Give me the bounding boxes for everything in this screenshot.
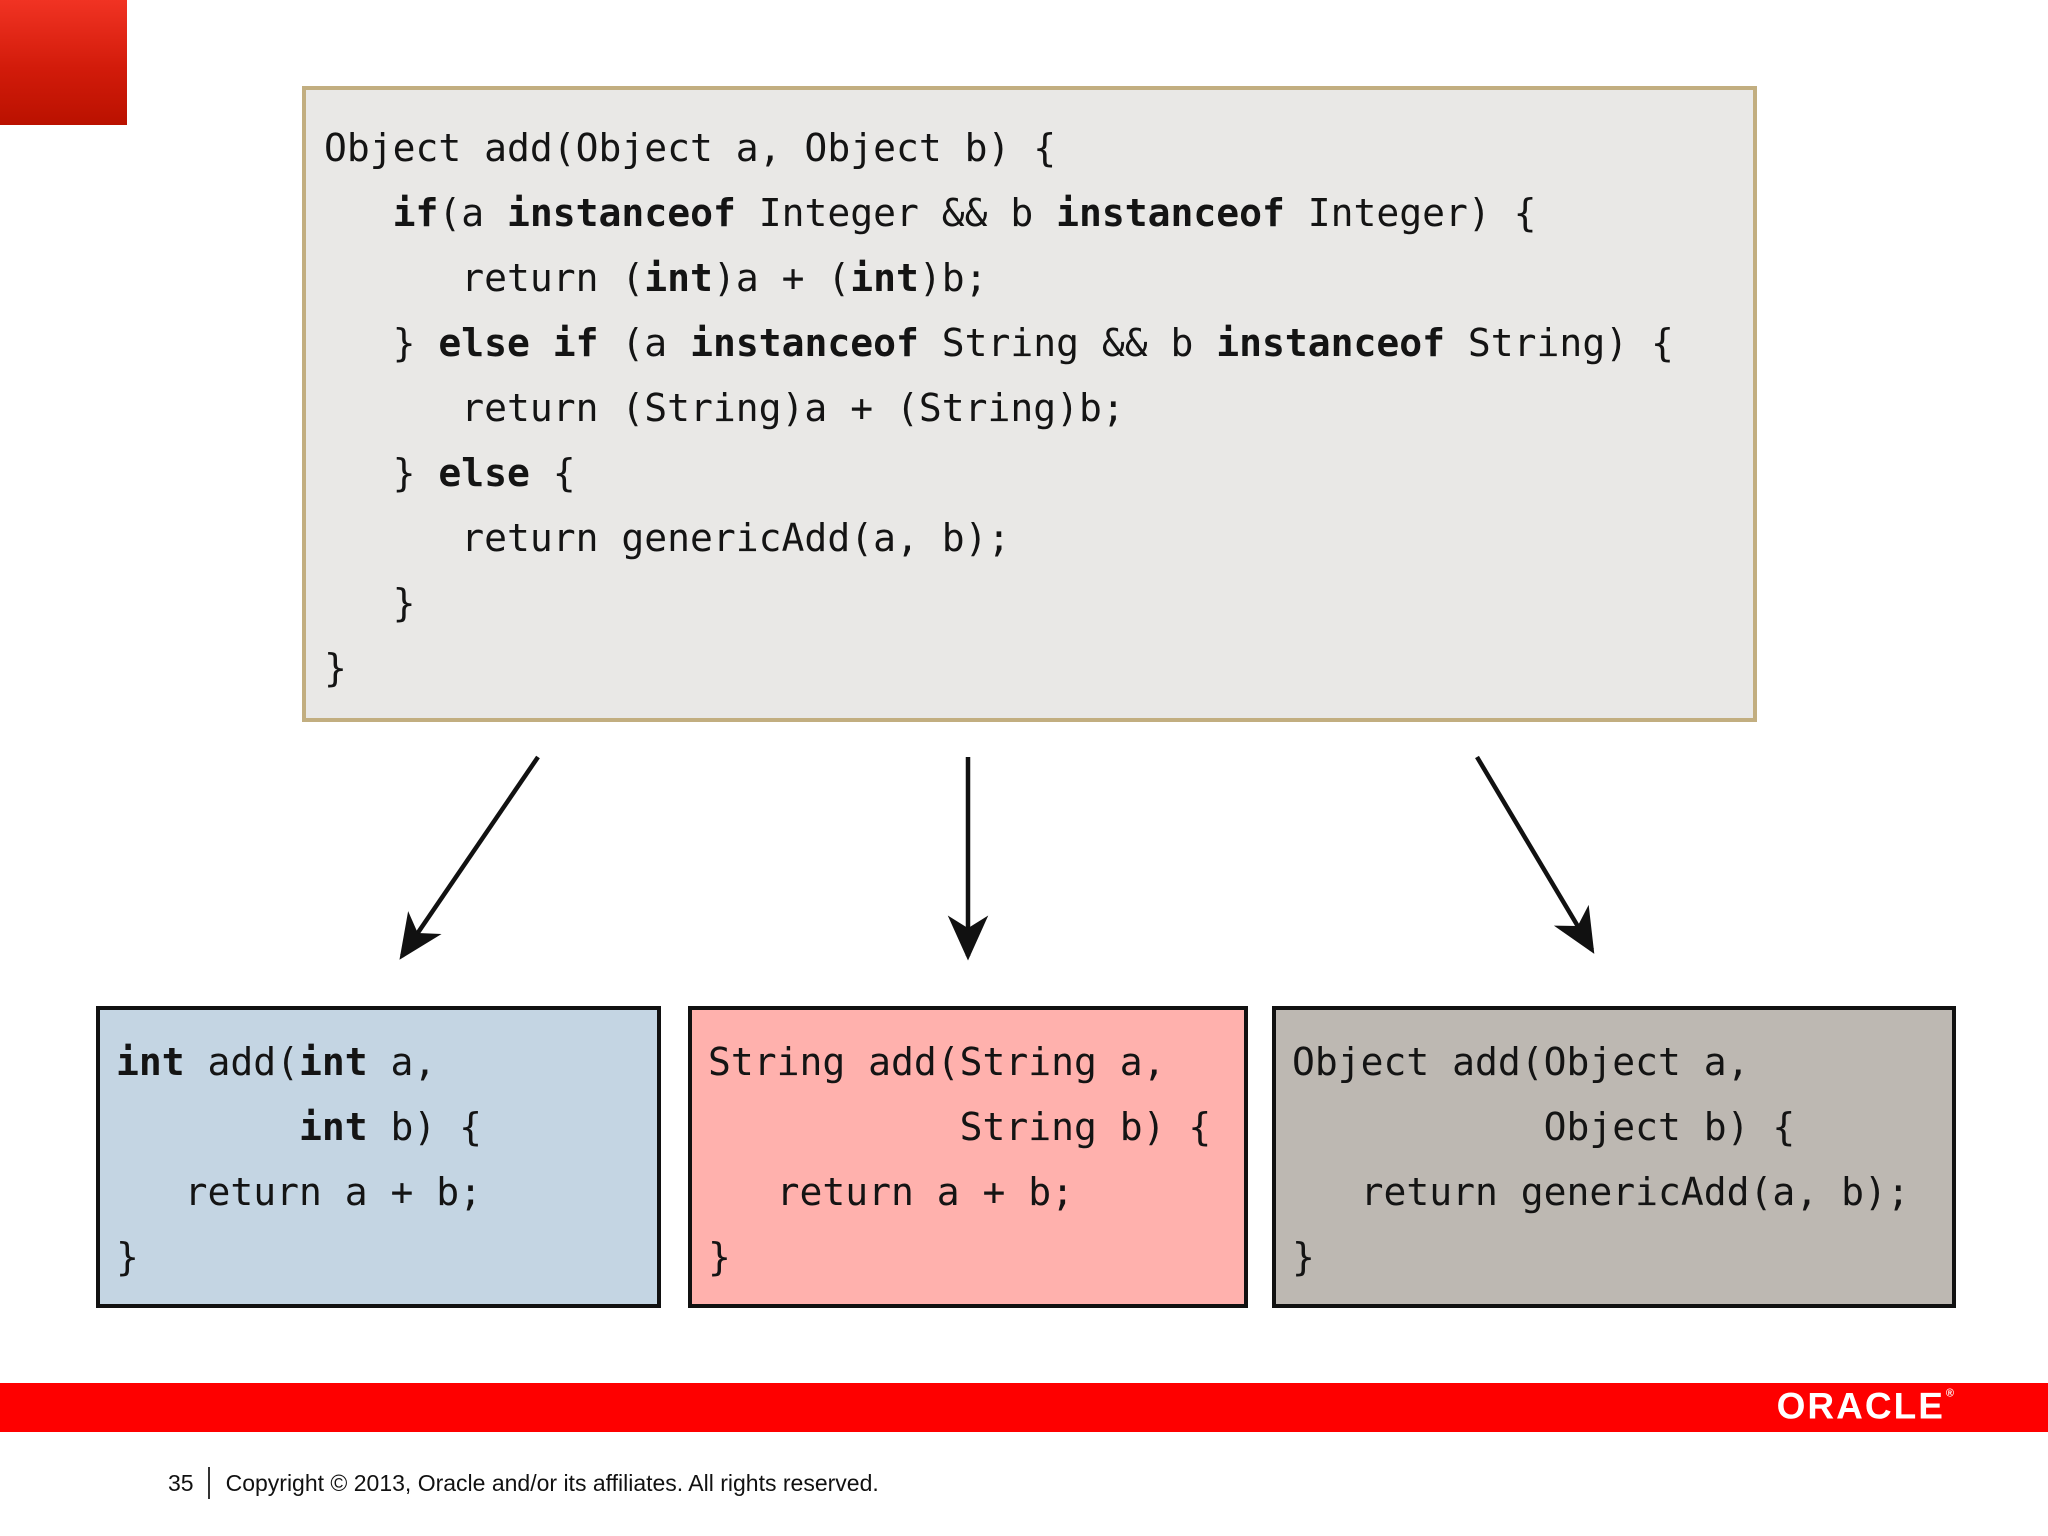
page-number: 35	[168, 1469, 194, 1496]
code-line: return (int)a + (int)b;	[324, 256, 988, 300]
arrow-to-generic-fallback	[1475, 755, 1595, 954]
code-line: String b) {	[708, 1105, 1212, 1149]
code-line: return genericAdd(a, b);	[324, 516, 1011, 560]
code-line: return (String)a + (String)b;	[324, 386, 1125, 430]
int-add-code: int add(int a, int b) { return a + b;}	[100, 1010, 657, 1290]
code-line: String add(String a,	[708, 1040, 1166, 1084]
code-line: } else {	[324, 451, 576, 495]
code-line: int add(int a,	[116, 1040, 437, 1084]
code-line: }	[324, 646, 347, 690]
footer: 35 Copyright © 2013, Oracle and/or its a…	[168, 1466, 879, 1500]
main-code-box: Object add(Object a, Object b) { if(a in…	[302, 86, 1757, 722]
arrow-to-int-specialization	[399, 755, 540, 960]
code-line: Object add(Object a,	[1292, 1040, 1750, 1084]
code-line: return a + b;	[708, 1170, 1075, 1214]
string-add-code: String add(String a, String b) { return …	[692, 1010, 1244, 1290]
code-line: if(a instanceof Integer && b instanceof …	[392, 191, 1537, 235]
code-line: return genericAdd(a, b);	[1292, 1170, 1910, 1214]
generic-fallback-box: Object add(Object a, Object b) { return …	[1272, 1006, 1956, 1308]
code-line: }	[116, 1235, 139, 1279]
main-code: Object add(Object a, Object b) { if(a in…	[306, 90, 1753, 701]
code-line: }	[1292, 1235, 1315, 1279]
code-line: int b) {	[299, 1105, 483, 1149]
code-line: } else if (a instanceof String && b inst…	[324, 321, 1674, 365]
code-line: Object b) {	[1292, 1105, 1796, 1149]
code-line: Object add(Object a, Object b) {	[324, 126, 1057, 170]
code-line: return a + b;	[116, 1170, 483, 1214]
registered-mark: ®	[1945, 1386, 1956, 1399]
footer-divider	[207, 1467, 210, 1499]
object-add-code: Object add(Object a, Object b) { return …	[1276, 1010, 1952, 1290]
int-specialization-box: int add(int a, int b) { return a + b;}	[96, 1006, 661, 1308]
copyright-text: Copyright © 2013, Oracle and/or its affi…	[225, 1469, 879, 1496]
code-line: }	[324, 581, 416, 625]
oracle-logo: ORACLE ®	[1777, 1385, 1956, 1427]
oracle-logo-text: ORACLE	[1776, 1384, 1945, 1426]
corner-accent-shape	[0, 0, 127, 125]
footer-brand-bar: ORACLE ®	[0, 1383, 2048, 1432]
string-specialization-box: String add(String a, String b) { return …	[688, 1006, 1248, 1308]
code-line: }	[708, 1235, 731, 1279]
